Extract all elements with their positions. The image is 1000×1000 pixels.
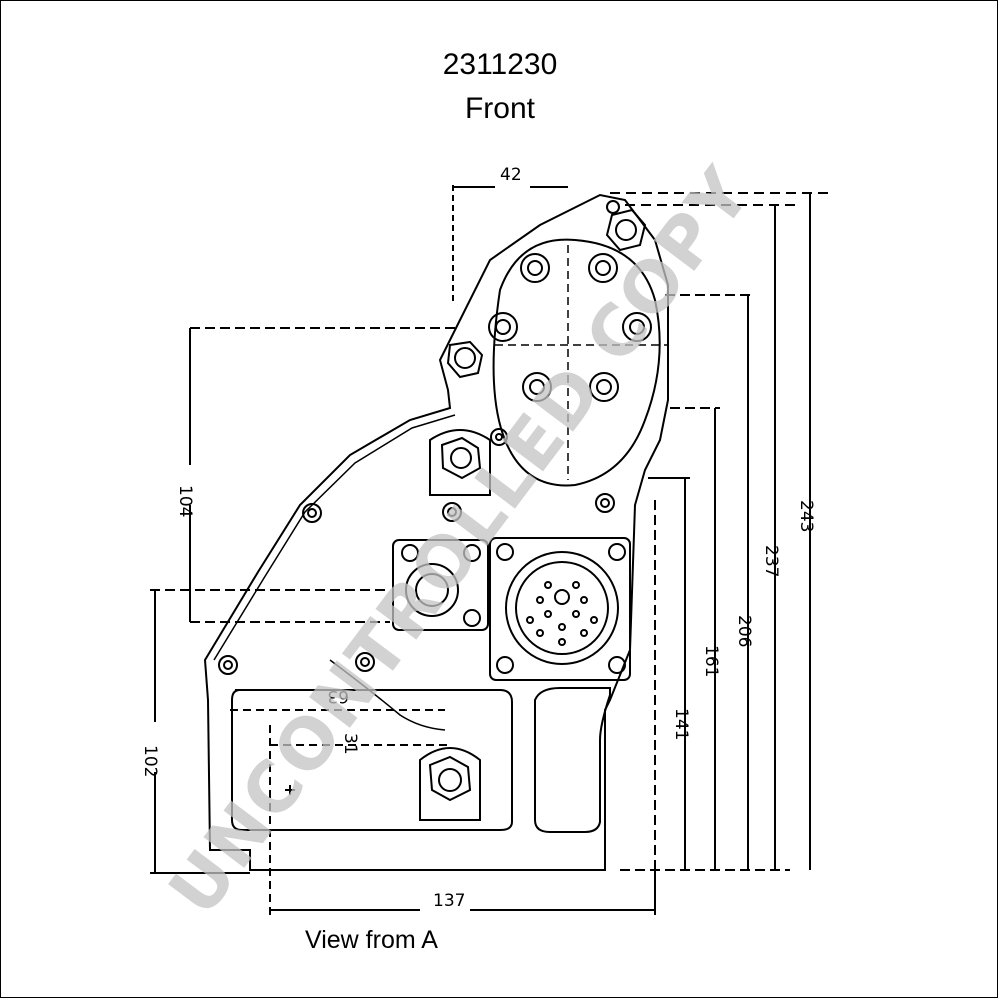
dim-label-104: 104 xyxy=(175,485,195,517)
lower-pocket-left xyxy=(231,689,513,831)
dim-label-31: 31 xyxy=(340,733,360,755)
housing-inner-outline xyxy=(213,414,456,661)
large-connector xyxy=(489,537,631,681)
dim-label-141: 141 xyxy=(671,708,691,740)
dim-label-243: 243 xyxy=(796,500,816,532)
fastener-group xyxy=(218,200,620,675)
dim-label-42: 42 xyxy=(500,165,522,185)
bolt-group xyxy=(488,253,652,402)
dim-label-237: 237 xyxy=(761,545,781,577)
dim-label-161: 161 xyxy=(701,645,721,677)
left-hex-bolt xyxy=(446,340,484,379)
part-number: 2311230 xyxy=(442,48,558,81)
dim-label-206: 206 xyxy=(734,615,754,647)
bottom-hex-boss xyxy=(419,746,481,821)
view-caption: View from A xyxy=(305,926,438,954)
dim-label-102: 102 xyxy=(140,745,160,777)
center-hex-boss xyxy=(429,428,491,496)
top-hex-bolt xyxy=(605,208,647,252)
housing-outline xyxy=(203,193,669,871)
inner-curve xyxy=(329,659,446,731)
dim-label-137: 137 xyxy=(433,891,465,911)
small-connector xyxy=(392,539,489,631)
pump-flange xyxy=(492,238,661,487)
lower-pocket-right xyxy=(534,687,611,833)
view-title: Front xyxy=(464,92,536,125)
